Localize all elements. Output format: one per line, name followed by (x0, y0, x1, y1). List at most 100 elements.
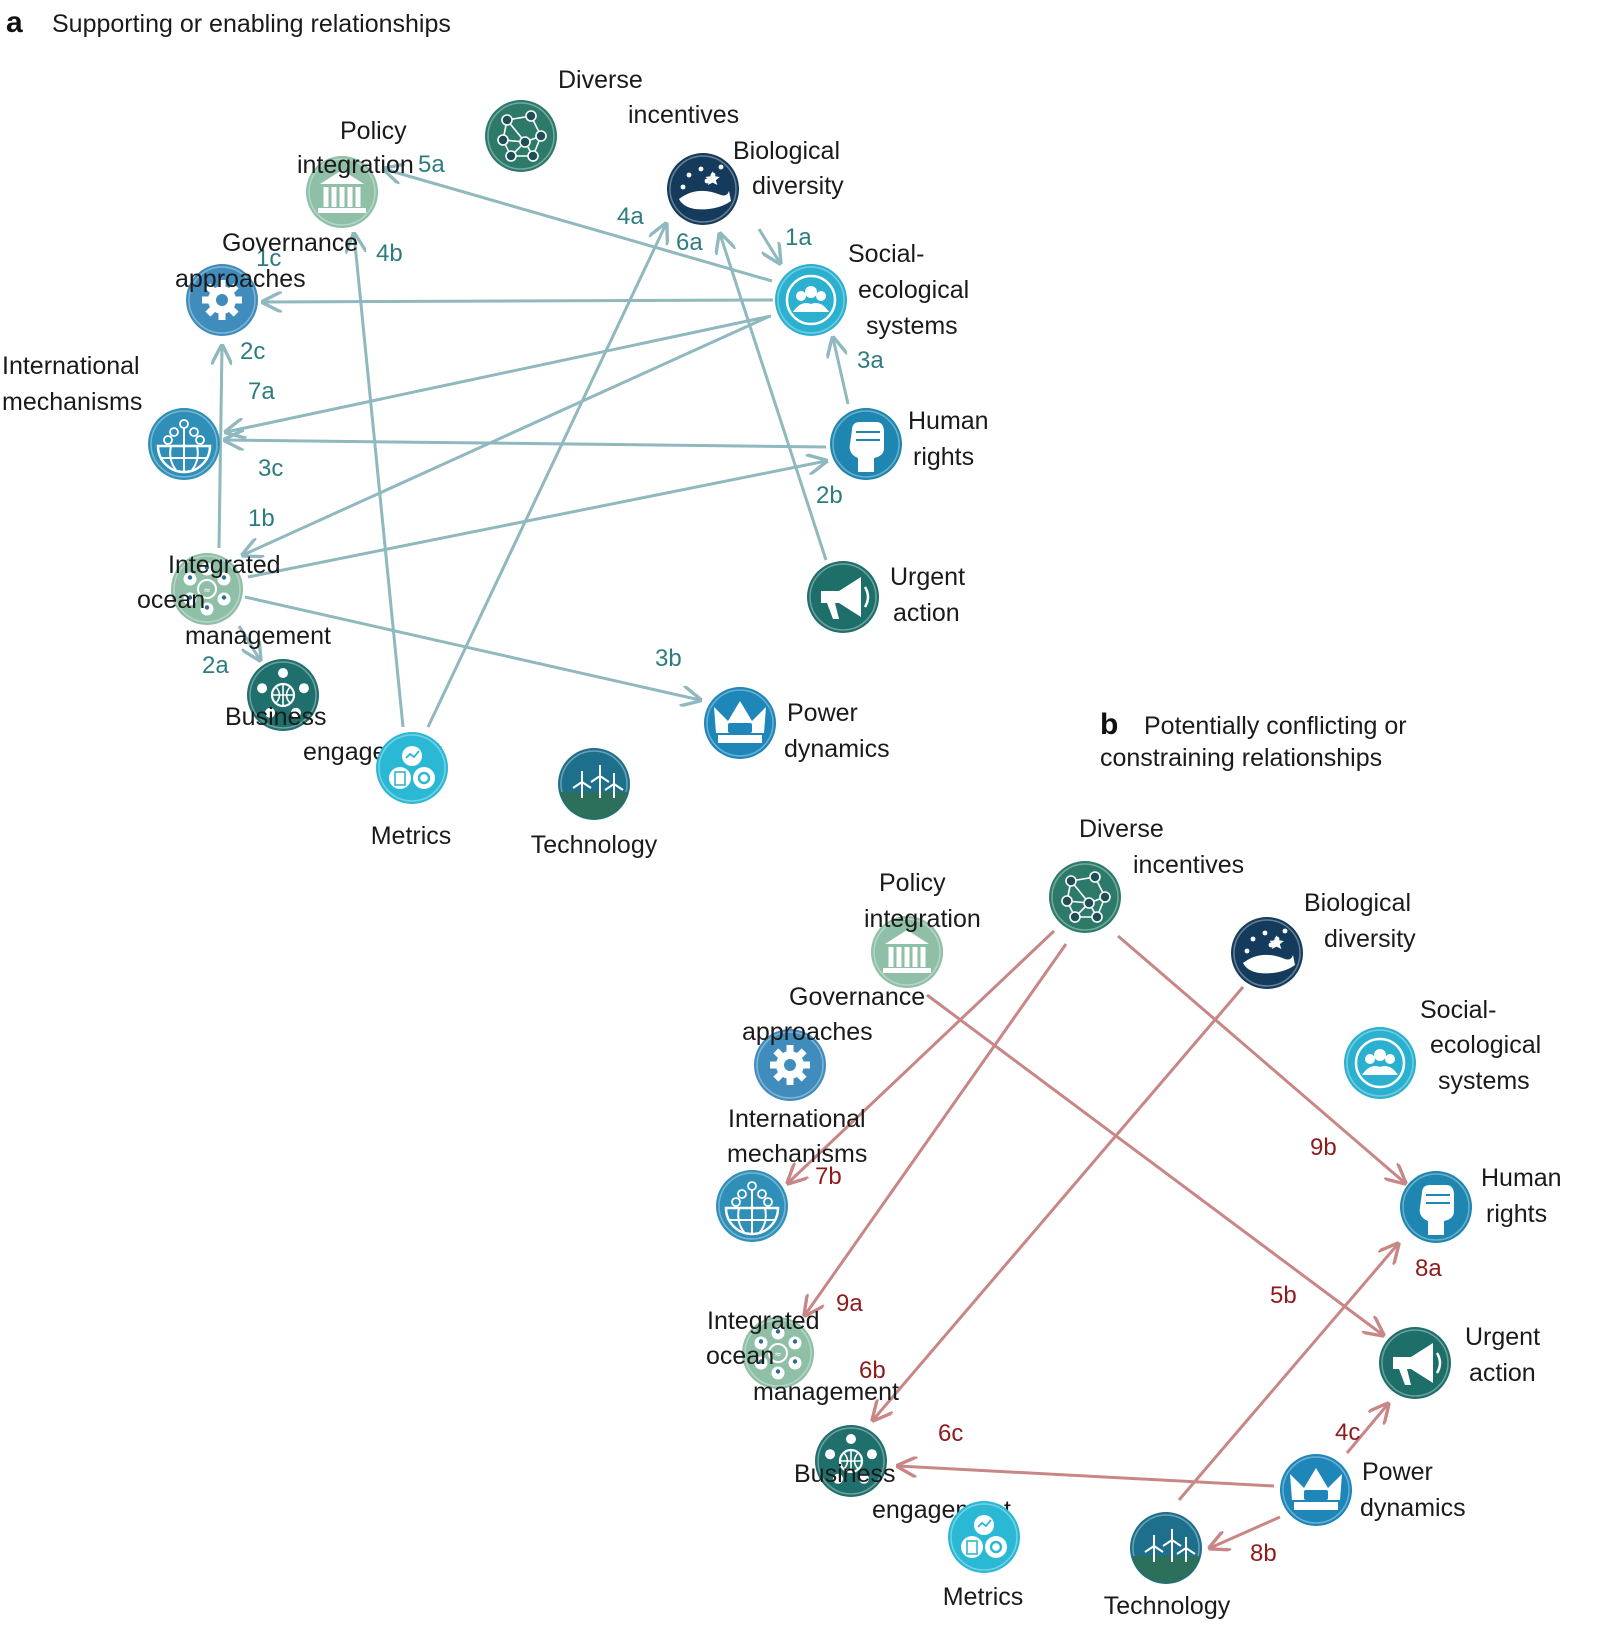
panel-b-title-line-1: Potentially conflicting or (1144, 712, 1407, 740)
crown-icon (1290, 1468, 1342, 1510)
node-hr-label-line-1: Human (1481, 1164, 1562, 1192)
node-policy-label-line-1: Policy (879, 869, 946, 897)
node-intl: International mechanisms (716, 1105, 867, 1242)
node-biz-label-line-1: Business (225, 703, 326, 731)
node-metrics-disc (376, 732, 448, 804)
node-metrics-label-line-1: Metrics (371, 822, 452, 850)
node-diverse-label-line-1: Diverse (1079, 815, 1164, 843)
node-ses-label-line-1: Social- (848, 240, 924, 268)
edge-4a (426, 224, 666, 728)
node-policy-label-line-1: Policy (340, 117, 407, 145)
globe-tree-icon (724, 1181, 780, 1236)
crown-icon (714, 701, 766, 743)
fist-icon (1419, 1185, 1454, 1235)
node-metrics: Metrics (943, 1501, 1023, 1611)
edge-3b (244, 595, 700, 700)
node-intl-label-line-1: International (728, 1105, 866, 1133)
panel-b-title-line-2: constraining relationships (1100, 744, 1382, 772)
handshake-globe-icon (257, 668, 309, 718)
node-biodiv-label-line-1: Biological (733, 137, 840, 165)
node-urgent-label-line-1: Urgent (1465, 1323, 1540, 1351)
edge-1a (757, 228, 780, 263)
handshake-globe-icon (825, 1434, 877, 1484)
edge-label-1a: 1a (785, 224, 812, 251)
parliament-icon (318, 170, 366, 213)
edge-label-8b: 8b (1250, 1540, 1277, 1567)
edge-5b (926, 993, 1383, 1335)
node-urgent-label-line-2: action (893, 599, 960, 627)
edge-5a (384, 169, 773, 283)
panel-a-title: Supporting or enabling relationships (52, 10, 451, 38)
node-tech: Technology (1104, 1512, 1231, 1620)
edge-label-9a: 9a (836, 1290, 863, 1317)
node-urgent-label-line-1: Urgent (890, 563, 965, 591)
megaphone-icon (1393, 1343, 1442, 1385)
node-iom-disc (742, 1317, 814, 1389)
edge-4b (354, 234, 405, 728)
edge-6b (873, 986, 1245, 1420)
edge-label-5a: 5a (418, 151, 445, 178)
node-gov-label-line-1: Governance (789, 983, 925, 1011)
edge-2a (237, 625, 260, 660)
node-biodiv-label-line-2: diversity (1324, 925, 1416, 953)
node-power-label-line-2: dynamics (1360, 1494, 1466, 1522)
node-hr-label-line-1: Human (908, 407, 989, 435)
edge-2c (219, 346, 222, 549)
node-ses-label-line-3: systems (1438, 1067, 1530, 1095)
edge-label-2c: 2c (240, 338, 265, 365)
edge-3c (225, 440, 827, 447)
node-ses-disc (1344, 1027, 1416, 1099)
edge-1c (263, 300, 774, 302)
parliament-icon (883, 930, 931, 973)
edge-label-3b: 3b (655, 645, 682, 672)
svg-text:≈: ≈ (774, 1350, 782, 1360)
edge-2b (720, 234, 828, 561)
globe-tree-icon (156, 419, 212, 474)
metrics-icon (961, 1515, 1007, 1558)
community-icon: ≈ (183, 562, 231, 616)
edge-label-7b: 7b (815, 1163, 842, 1190)
people-circle-icon (1354, 1037, 1406, 1089)
node-power-label-line-1: Power (787, 699, 858, 727)
megaphone-icon (821, 577, 870, 619)
edge-label-1b: 1b (248, 505, 275, 532)
node-diverse-label-line-1: Diverse (558, 66, 643, 94)
node-gov-label-line-2: approaches (175, 265, 306, 293)
node-iom-label-line-3: management (753, 1378, 899, 1406)
node-intl-label-line-2: mechanisms (727, 1140, 867, 1168)
edge-6a (247, 461, 826, 579)
edge-1b (243, 314, 771, 555)
whale-icon (679, 164, 731, 210)
node-urgent: Urgent action (807, 561, 965, 633)
edge-7b (788, 929, 1056, 1183)
node-tech-label-line-1: Technology (531, 831, 658, 859)
panel-b: b Potentially conflicting or constrainin… (706, 708, 1562, 1620)
node-biodiv-disc (667, 153, 739, 225)
node-gov: Governance approaches (175, 229, 358, 336)
edge-3a (833, 338, 850, 405)
node-policy-label-line-2: integration (864, 905, 981, 933)
fist-icon (849, 422, 884, 472)
node-diverse-label-line-2: incentives (1133, 851, 1244, 879)
node-gov-label-line-1: Governance (222, 229, 358, 257)
edge-label-6a: 6a (676, 229, 703, 256)
node-ses-disc (775, 264, 847, 336)
edge-label-3c: 3c (258, 455, 283, 482)
